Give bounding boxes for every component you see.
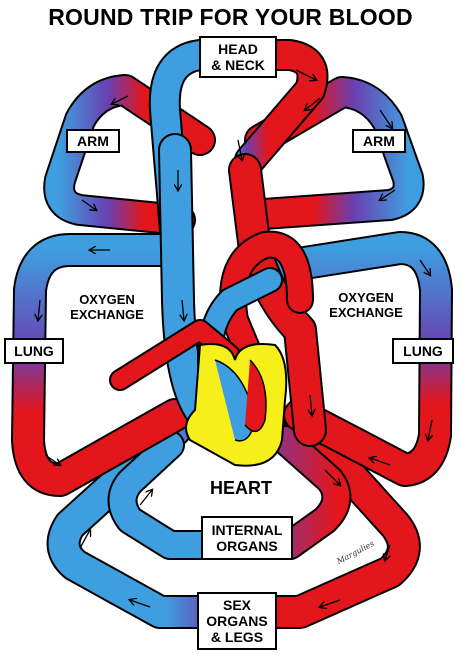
flow-arrow-icon [320, 599, 341, 607]
heart-label: HEART [210, 478, 272, 498]
flow-arrow-icon [305, 97, 321, 110]
heart-shape [185, 343, 288, 467]
flow-arrow-icon [81, 199, 96, 210]
flow-arrows [38, 69, 432, 608]
flow-arrow-icon [130, 600, 151, 608]
left-arm-label: ARM [66, 129, 120, 153]
sex-organs-legs-label: SEX ORGANS & LEGS [197, 592, 277, 650]
flow-arrow-icon [238, 139, 242, 160]
flow-arrow-icon [44, 454, 60, 465]
flow-arrow-icon [385, 544, 390, 560]
flow-arrow-icon [79, 530, 90, 549]
diagram-title: ROUND TRIP FOR YOUR BLOOD [48, 4, 413, 30]
flow-arrow-icon [379, 109, 392, 128]
flow-arrow-icon [419, 259, 430, 275]
flow-arrow-icon [370, 458, 391, 466]
left-oxygen-exchange-label: OXYGEN EXCHANGE [70, 292, 144, 322]
flow-arrow-icon [139, 490, 152, 506]
left-lung-label: LUNG [4, 338, 64, 364]
flow-arrow-icon [428, 419, 432, 440]
right-arm-label: ARM [352, 129, 406, 153]
flow-arrow-icon [295, 69, 316, 80]
head-neck-label: HEAD & NECK [199, 36, 277, 78]
internal-organs-label: INTERNAL ORGANS [201, 516, 293, 560]
flow-arrow-icon [324, 469, 340, 485]
right-oxygen-exchange-label: OXYGEN EXCHANGE [329, 290, 403, 320]
flow-arrow-icon [380, 189, 396, 200]
flow-arrow-icon [112, 95, 129, 104]
flow-arrow-icon [38, 299, 40, 320]
flow-arrow-icon [182, 299, 184, 320]
right-lung-label: LUNG [392, 338, 454, 364]
flow-arrow-icon [310, 394, 312, 415]
